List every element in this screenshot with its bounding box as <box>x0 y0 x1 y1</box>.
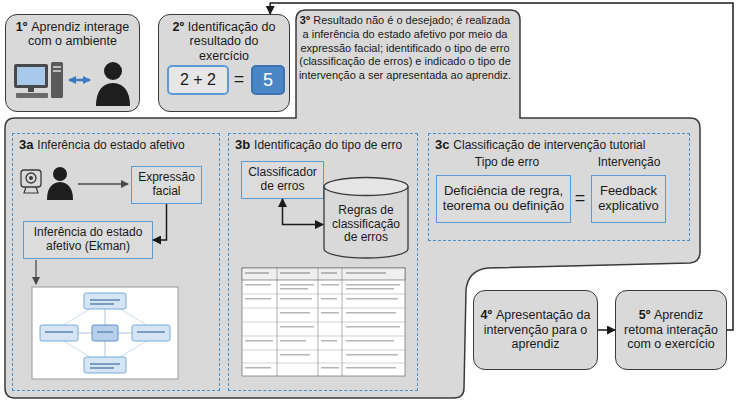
node-text: Classificação de intervenção tutorial <box>453 138 645 152</box>
process-box: Expressão facial <box>131 166 202 204</box>
box-text: 5 <box>263 70 273 91</box>
node-text: Intervenção <box>598 155 661 169</box>
node-text: 5 <box>263 70 273 90</box>
box-text: Classificador de erros <box>247 166 318 194</box>
box-text: Inferência do estado afetivo (Ekman) <box>29 226 147 254</box>
region-text-block: 3ºResultado não é o desejado; é realizad… <box>298 14 512 83</box>
node-text: 2º <box>173 20 185 34</box>
column-heading: Intervenção <box>589 156 669 170</box>
connector-arrow <box>598 329 615 331</box>
step-box: 5ºAprendiz retoma interação com o exercí… <box>615 290 727 370</box>
dashed-group: 3b Identificação do tipo de erroClassific… <box>228 133 418 391</box>
process-box: Feedback explicativo <box>591 175 666 223</box>
node-text: 3a <box>19 137 33 152</box>
node-text: 2 + 2 <box>180 71 216 88</box>
equals-block: = <box>231 64 247 94</box>
dashed-group: 3c Classificação de intervenção tutorialT… <box>428 133 690 241</box>
column-heading-block: Tipo de erro <box>457 156 557 170</box>
step-text: 1ºAprendiz interage com o ambiente <box>12 20 133 49</box>
node-text: 3c <box>435 137 449 152</box>
dashed-group: 3a Inferência do estado afetivoExpressão … <box>12 133 220 391</box>
node-text: 3º <box>300 14 310 26</box>
box-text: Deficiência de regra, teorema ou definiç… <box>442 184 565 214</box>
node-text: 5º <box>639 308 651 322</box>
node-text: 3b <box>235 137 250 152</box>
expression-box: 2 + 2 <box>167 65 229 95</box>
box-text: Regras de classificação de erros <box>328 204 404 245</box>
equals-block: = <box>572 184 588 212</box>
box-text: Feedback explicativo <box>597 184 660 214</box>
node-text: Tipo de erro <box>475 155 539 169</box>
node-text: Apresentação da intervenção para o apren… <box>484 308 591 351</box>
region-shape <box>5 10 700 398</box>
box-text: Expressão facial <box>137 171 196 199</box>
step-text: 2ºIdentificação do resultado do exercíci… <box>165 20 283 63</box>
node-text: Resultado não é o desejado; é realizada … <box>299 14 511 81</box>
database-cylinder: Regras de classificação de erros <box>323 177 409 259</box>
node-text: Expressão facial <box>138 170 195 198</box>
node-text: 4º <box>481 308 493 322</box>
group-heading: 3a Inferência do estado afetivo <box>13 134 219 156</box>
cylinder-top <box>324 178 408 196</box>
node-text: Feedback explicativo <box>598 183 659 213</box>
column-heading: Tipo de erro <box>457 156 557 170</box>
column-heading-block: Intervenção <box>589 156 669 170</box>
process-box: Deficiência de regra, teorema ou definiç… <box>436 175 571 223</box>
step-box: 4ºApresentação da intervenção para o apr… <box>473 290 598 370</box>
node-text: Identificação do resultado do exercício <box>188 20 276 63</box>
step-box: 1ºAprendiz interage com o ambiente <box>5 14 140 112</box>
node-text: Aprendiz interage com o ambiente <box>28 20 129 48</box>
region-text: 3ºResultado não é o desejado; é realizad… <box>298 14 512 83</box>
process-box: Classificador de erros <box>241 161 324 199</box>
region-outline-group <box>5 10 700 398</box>
node-text: Classificador de erros <box>248 165 317 193</box>
cylinder-body <box>324 186 408 258</box>
step-text: 4ºApresentação da intervenção para o apr… <box>480 308 591 351</box>
node-text: Deficiência de regra, teorema ou definiç… <box>443 183 564 213</box>
answer-box: 5 <box>251 65 285 95</box>
equals-sign: = <box>575 188 586 209</box>
group-heading: 3b Identificação do tipo de erro <box>229 134 417 156</box>
node-text: Identificação do tipo de erro <box>254 138 402 152</box>
step-box: 2ºIdentificação do resultado do exercíci… <box>158 14 290 112</box>
node-text: Aprendiz retoma interação com o exercíci… <box>624 308 718 351</box>
box-text: 2 + 2 <box>180 71 216 89</box>
node-text: Inferência do estado afetivo <box>37 138 184 152</box>
equals-sign: = <box>234 69 245 90</box>
process-box: Inferência do estado afetivo (Ekman) <box>23 221 153 259</box>
node-text: 1º <box>16 20 28 34</box>
node-text: Regras de classificação de erros <box>332 203 400 245</box>
step-text: 5ºAprendiz retoma interação com o exercí… <box>622 308 720 351</box>
group-heading: 3c Classificação de intervenção tutorial <box>429 134 689 156</box>
node-text: Inferência do estado afetivo (Ekman) <box>34 225 143 253</box>
